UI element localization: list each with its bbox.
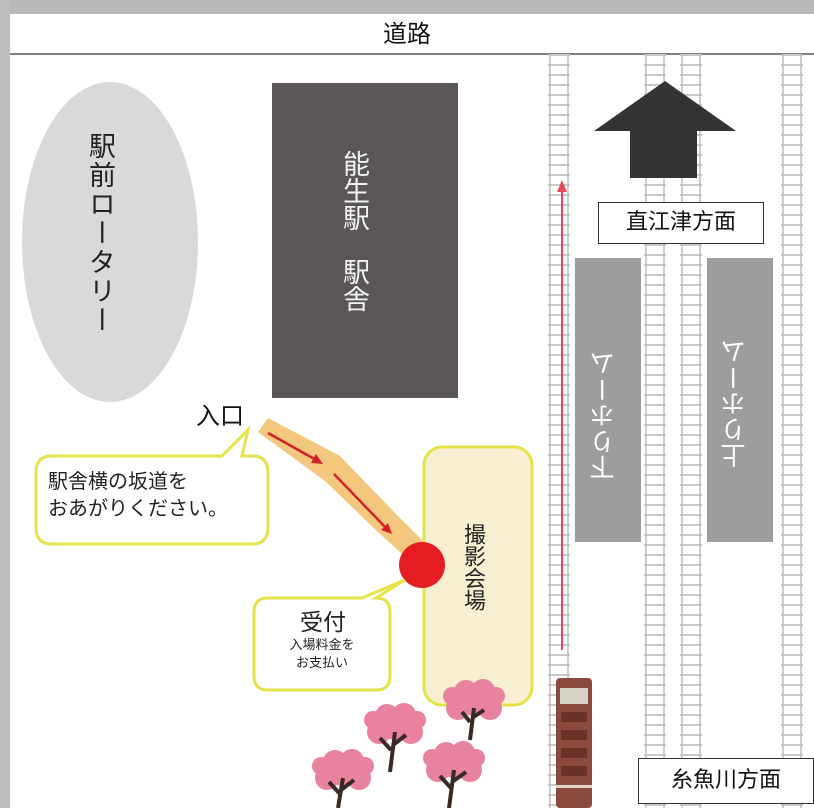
cherry-tree-icon — [312, 749, 374, 808]
callout-reception — [252, 578, 406, 692]
reception-note-line-2: お支払い — [295, 656, 348, 671]
platform-down — [575, 258, 641, 542]
direction-south-label: 糸魚川方面 — [638, 758, 814, 804]
callout-slope — [34, 425, 270, 546]
platform-up-label: 上りホーム — [720, 338, 749, 468]
entrance-label: 入口 — [196, 402, 244, 430]
train-icon — [556, 678, 592, 808]
reception-note-line-1: 入場料金を — [289, 638, 355, 653]
platform-down-label: 下りホーム — [589, 350, 618, 480]
station-building — [272, 83, 458, 398]
station-label: 能生駅 駅舎 — [338, 150, 369, 312]
path-arrows — [267, 431, 392, 534]
reception-marker — [399, 542, 445, 588]
callout-line-1: 駅舎横の坂道を — [48, 469, 188, 493]
station-rotary — [22, 82, 198, 402]
cherry-tree-icon — [443, 679, 505, 741]
road-label: 道路 — [383, 20, 431, 48]
callout-slope-text: 駅舎横の坂道を おあがりください。 — [48, 468, 258, 522]
track-direction-arrow — [557, 180, 567, 650]
cherry-tree-icon — [364, 703, 426, 773]
cherry-tree-icon — [423, 741, 485, 808]
rotary-label: 駅前ロータリー — [84, 132, 115, 335]
up-arrow-icon — [594, 81, 736, 178]
reception-note: 入場料金を お支払い — [262, 637, 382, 673]
road — [10, 14, 814, 54]
callout-line-2: おあがりください。 — [48, 496, 228, 520]
platform-up — [707, 258, 773, 542]
venue-label: 撮影会場 — [460, 523, 485, 611]
reception-title: 受付 — [300, 610, 346, 636]
direction-north-label: 直江津方面 — [598, 202, 764, 244]
